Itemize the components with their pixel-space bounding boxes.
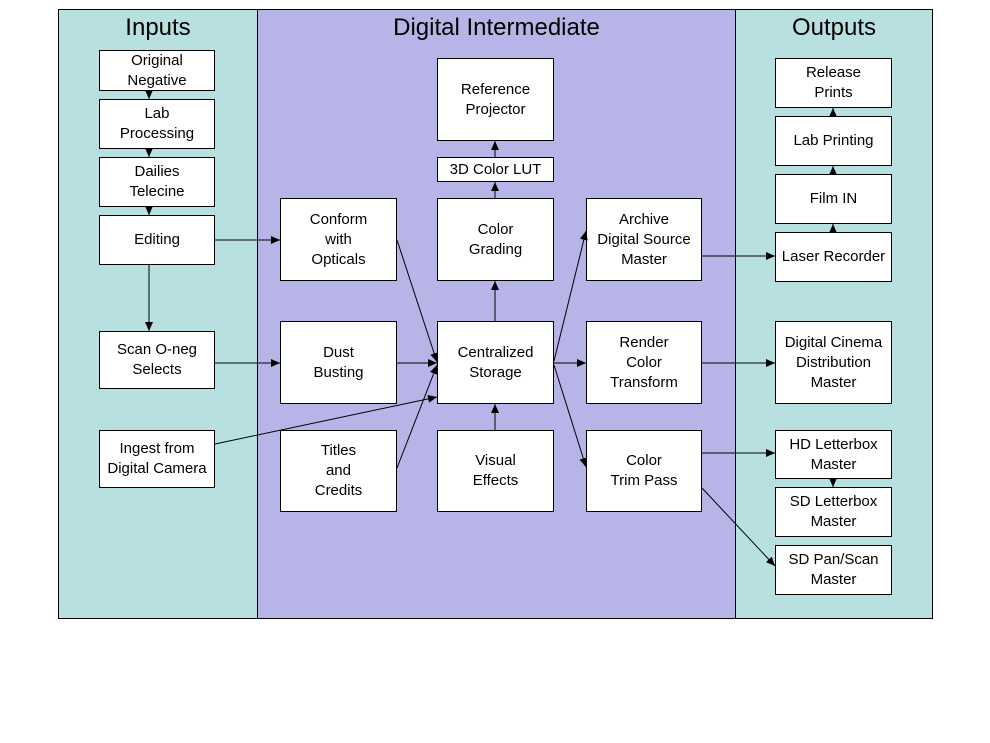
visual-effects-box: Visual Effects — [437, 430, 554, 512]
original-negative-box: Original Negative — [99, 50, 215, 91]
reference-projector-box: Reference Projector — [437, 58, 554, 141]
color-lut-box: 3D Color LUT — [437, 157, 554, 182]
outputs-title: Outputs — [791, 14, 877, 41]
digital-intermediate-title: Digital Intermediate — [393, 14, 600, 41]
film-in-box: Film IN — [775, 174, 892, 224]
scan-oneg-selects-box: Scan O-neg Selects — [99, 331, 215, 389]
titles-credits-box: Titles and Credits — [280, 430, 397, 512]
release-prints-box: Release Prints — [775, 58, 892, 108]
color-grading-box: Color Grading — [437, 198, 554, 281]
color-trim-pass-box: Color Trim Pass — [586, 430, 702, 512]
dailies-telecine-box: Dailies Telecine — [99, 157, 215, 207]
archive-master-box: Archive Digital Source Master — [586, 198, 702, 281]
sd-panscan-box: SD Pan/Scan Master — [775, 545, 892, 595]
conform-opticals-box: Conform with Opticals — [280, 198, 397, 281]
laser-recorder-box: Laser Recorder — [775, 232, 892, 282]
centralized-storage-box: Centralized Storage — [437, 321, 554, 404]
sd-letterbox-box: SD Letterbox Master — [775, 487, 892, 537]
render-color-transform-box: Render Color Transform — [586, 321, 702, 404]
lab-printing-box: Lab Printing — [775, 116, 892, 166]
dust-busting-box: Dust Busting — [280, 321, 397, 404]
inputs-title: Inputs — [125, 14, 191, 41]
digital-cinema-master-box: Digital Cinema Distribution Master — [775, 321, 892, 404]
lab-processing-box: Lab Processing — [99, 99, 215, 149]
hd-letterbox-box: HD Letterbox Master — [775, 430, 892, 479]
ingest-digital-camera-box: Ingest from Digital Camera — [99, 430, 215, 488]
editing-box: Editing — [99, 215, 215, 265]
